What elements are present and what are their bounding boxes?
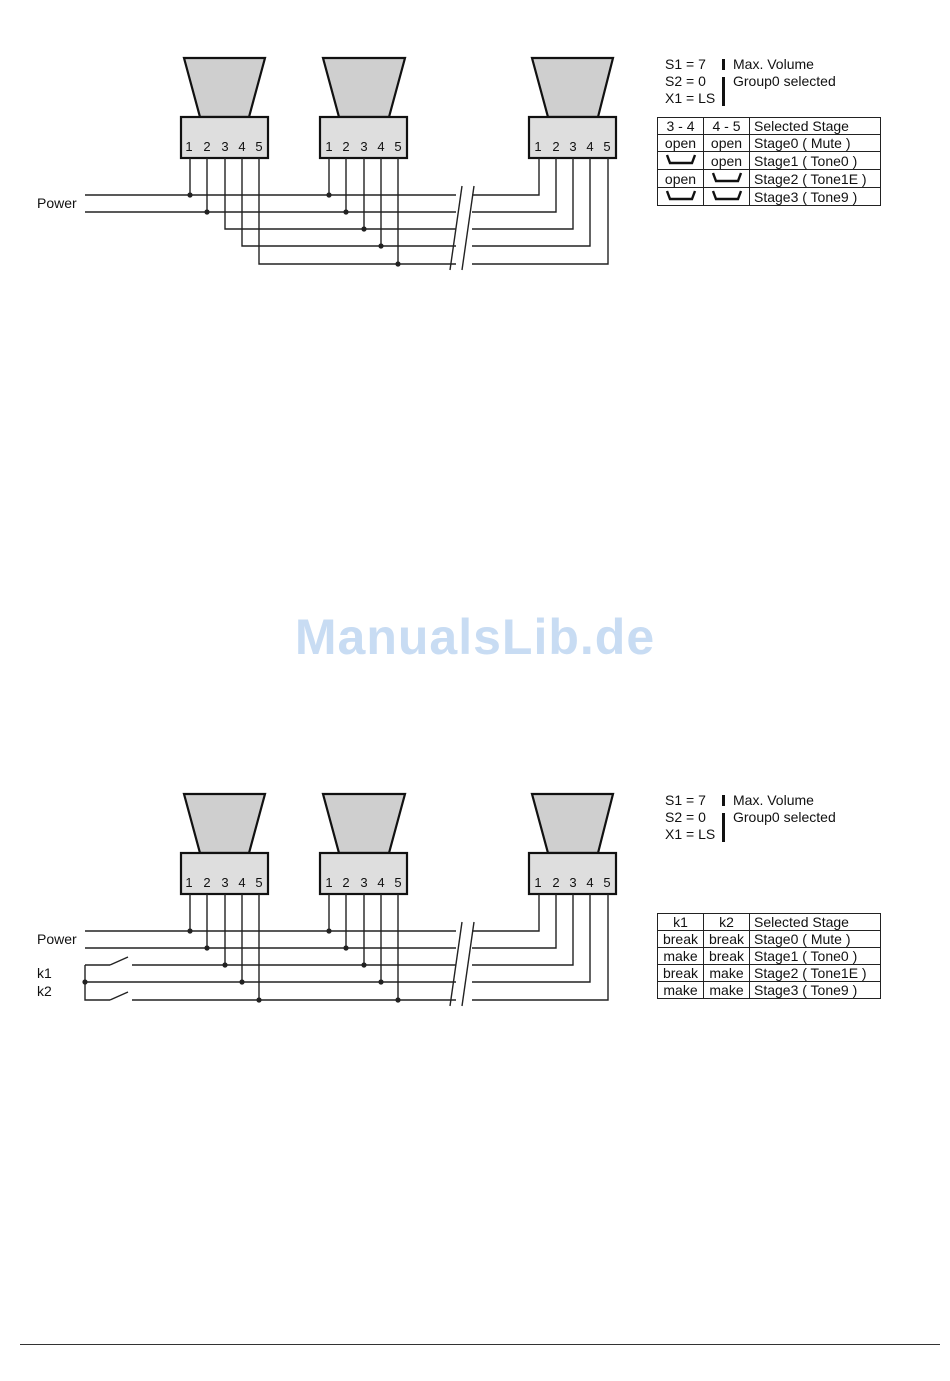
wire-break-mark — [449, 921, 475, 1007]
s2-setting: S2 = 0 — [665, 809, 706, 825]
horn-speaker-icon — [530, 56, 615, 119]
config-block-1: S1 = 7 S2 = 0 X1 = LS Max. Volume Group0… — [665, 56, 836, 107]
svg-text:3: 3 — [221, 875, 228, 890]
volume-label: Max. Volume — [733, 56, 814, 72]
x1-setting: X1 = LS — [665, 826, 716, 842]
svg-text:4: 4 — [238, 875, 245, 890]
watermark: ManualsLib.de — [294, 609, 656, 665]
svg-text:4: 4 — [377, 875, 384, 890]
terminal-block — [318, 851, 409, 896]
s1-setting: S1 = 7 — [665, 792, 706, 808]
bus-wires — [84, 894, 609, 1001]
x1-setting: X1 = LS — [665, 90, 716, 106]
table-header: k1 k2 Selected Stage — [657, 913, 881, 931]
svg-text:2: 2 — [203, 875, 210, 890]
svg-text:5: 5 — [603, 875, 610, 890]
svg-text:5: 5 — [255, 875, 262, 890]
table-row: open open Stage0 ( Mute ) — [657, 134, 881, 152]
s1-setting: S1 = 7 — [665, 56, 706, 72]
svg-text:5: 5 — [394, 875, 401, 890]
svg-text:3: 3 — [221, 139, 228, 154]
table-row: open Stage2 ( Tone1E ) — [657, 169, 881, 188]
terminal-block — [527, 115, 618, 160]
svg-text:2: 2 — [203, 139, 210, 154]
table-row: make break Stage1 ( Tone0 ) — [657, 947, 881, 965]
s2-setting: S2 = 0 — [665, 73, 706, 89]
k1-label: k1 — [37, 965, 52, 981]
volume-label: Max. Volume — [733, 792, 814, 808]
horn-speaker-icon — [321, 56, 407, 119]
svg-text:3: 3 — [569, 875, 576, 890]
svg-text:2: 2 — [552, 875, 559, 890]
svg-text:4: 4 — [586, 875, 593, 890]
power-label: Power — [37, 931, 77, 947]
power-label: Power — [37, 195, 77, 211]
terminal-numbers: 1 2 3 4 5 1 2 3 4 5 1 2 3 4 5 — [185, 139, 610, 154]
switch-contact-icon — [109, 956, 129, 966]
svg-text:5: 5 — [394, 139, 401, 154]
config-block-2: S1 = 7 S2 = 0 X1 = LS Max. Volume Group0… — [665, 792, 836, 843]
table-row: make make Stage3 ( Tone9 ) — [657, 981, 881, 999]
horn-speaker-icon — [321, 792, 407, 855]
svg-text:3: 3 — [360, 139, 367, 154]
stage-table-1: 3 - 4 4 - 5 Selected Stage open open Sta… — [657, 117, 881, 206]
svg-text:2: 2 — [552, 139, 559, 154]
svg-text:5: 5 — [603, 139, 610, 154]
jumper-bridge-icon — [711, 190, 742, 201]
group-label: Group0 selected — [733, 809, 836, 825]
terminal-block — [527, 851, 618, 896]
horn-speaker-icon — [182, 56, 267, 119]
svg-text:1: 1 — [185, 875, 192, 890]
jumper-bridge-icon — [665, 154, 696, 165]
svg-text:1: 1 — [325, 139, 332, 154]
k2-label: k2 — [37, 983, 52, 999]
wire-break-mark — [449, 185, 475, 271]
horn-speaker-icon — [530, 792, 615, 855]
terminal-numbers: 1 2 3 4 5 1 2 3 4 5 1 2 3 4 5 — [185, 875, 610, 890]
table-row: open Stage1 ( Tone0 ) — [657, 151, 881, 170]
stage-table-2: k1 k2 Selected Stage break break Stage0 … — [657, 913, 881, 999]
junction-dots — [82, 928, 401, 1003]
svg-text:5: 5 — [255, 139, 262, 154]
table-header: 3 - 4 4 - 5 Selected Stage — [657, 117, 881, 135]
svg-text:1: 1 — [534, 139, 541, 154]
svg-text:4: 4 — [377, 139, 384, 154]
horn-speaker-icon — [182, 792, 267, 855]
svg-text:1: 1 — [325, 875, 332, 890]
svg-text:1: 1 — [534, 875, 541, 890]
switch-contact-icon — [109, 991, 129, 1001]
table-row: Stage3 ( Tone9 ) — [657, 187, 881, 206]
jumper-bridge-icon — [711, 172, 742, 183]
wiring-diagram-1: 1 2 3 4 5 1 2 3 4 5 1 2 3 4 5 — [37, 56, 618, 271]
table-row: break break Stage0 ( Mute ) — [657, 930, 881, 948]
bus-wires — [85, 158, 609, 265]
svg-text:2: 2 — [342, 875, 349, 890]
wiring-diagram-2: 1 2 3 4 5 1 2 3 4 5 1 2 3 4 5 — [37, 792, 618, 1007]
terminal-block — [179, 851, 270, 896]
svg-text:4: 4 — [238, 139, 245, 154]
jumper-bridge-icon — [665, 190, 696, 201]
terminal-block — [179, 115, 270, 160]
svg-text:1: 1 — [185, 139, 192, 154]
table-row: break make Stage2 ( Tone1E ) — [657, 964, 881, 982]
svg-text:3: 3 — [569, 139, 576, 154]
group-label: Group0 selected — [733, 73, 836, 89]
svg-text:4: 4 — [586, 139, 593, 154]
svg-text:2: 2 — [342, 139, 349, 154]
junction-dots — [187, 192, 401, 267]
svg-text:3: 3 — [360, 875, 367, 890]
footer-divider — [20, 1344, 940, 1345]
